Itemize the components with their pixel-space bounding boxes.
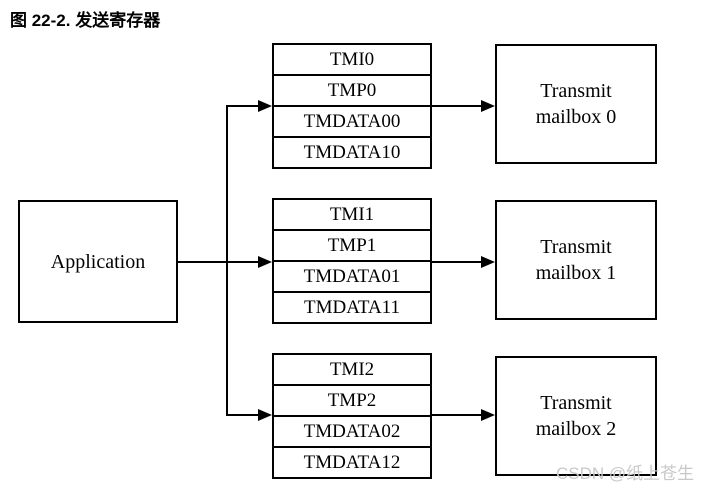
transmit-mailbox-2-box: Transmit mailbox 2 <box>495 356 657 476</box>
mailbox-label-line1: Transmit <box>540 392 612 414</box>
mailbox-label-line2: mailbox 0 <box>535 106 617 128</box>
register-cell: TMI1 <box>274 200 430 231</box>
register-stack-1: TMI1 TMP1 TMDATA01 TMDATA11 <box>272 198 432 324</box>
arrowhead-into-stack-0-icon <box>258 100 272 112</box>
mailbox-label-line1: Transmit <box>540 80 612 102</box>
connector-branch-stack-2 <box>226 414 258 416</box>
register-cell: TMI0 <box>274 45 430 76</box>
arrowhead-into-mailbox-1-icon <box>481 256 495 268</box>
arrowhead-into-stack-1-icon <box>258 256 272 268</box>
register-cell: TMDATA02 <box>274 417 430 448</box>
register-cell: TMDATA12 <box>274 448 430 477</box>
register-cell: TMP1 <box>274 231 430 262</box>
mailbox-label-line1: Transmit <box>540 236 612 258</box>
register-cell: TMP0 <box>274 76 430 107</box>
connector-application-to-trunk <box>178 261 258 263</box>
application-box: Application <box>18 200 178 323</box>
connector-trunk-vertical <box>226 105 228 416</box>
register-stack-2: TMI2 TMP2 TMDATA02 TMDATA12 <box>272 353 432 479</box>
register-cell: TMDATA01 <box>274 262 430 293</box>
csdn-watermark: CSDN @纸上苍生 <box>556 464 695 483</box>
connector-stack-0-to-mailbox-0 <box>432 105 482 107</box>
register-cell: TMDATA10 <box>274 138 430 167</box>
mailbox-label-line2: mailbox 1 <box>535 262 617 284</box>
transmit-mailbox-0-box: Transmit mailbox 0 <box>495 44 657 164</box>
register-cell: TMDATA11 <box>274 293 430 322</box>
application-label: Application <box>50 250 146 273</box>
register-cell: TMDATA00 <box>274 107 430 138</box>
connector-stack-2-to-mailbox-2 <box>432 414 482 416</box>
register-cell: TMP2 <box>274 386 430 417</box>
register-cell: TMI2 <box>274 355 430 386</box>
arrowhead-into-stack-2-icon <box>258 409 272 421</box>
connector-stack-1-to-mailbox-1 <box>432 261 482 263</box>
mailbox-label-line2: mailbox 2 <box>535 418 617 440</box>
register-stack-0: TMI0 TMP0 TMDATA00 TMDATA10 <box>272 43 432 169</box>
figure-title: 图 22-2. 发送寄存器 <box>10 11 161 30</box>
arrowhead-into-mailbox-0-icon <box>481 100 495 112</box>
arrowhead-into-mailbox-2-icon <box>481 409 495 421</box>
connector-branch-stack-0 <box>226 105 258 107</box>
transmit-mailbox-1-box: Transmit mailbox 1 <box>495 200 657 320</box>
